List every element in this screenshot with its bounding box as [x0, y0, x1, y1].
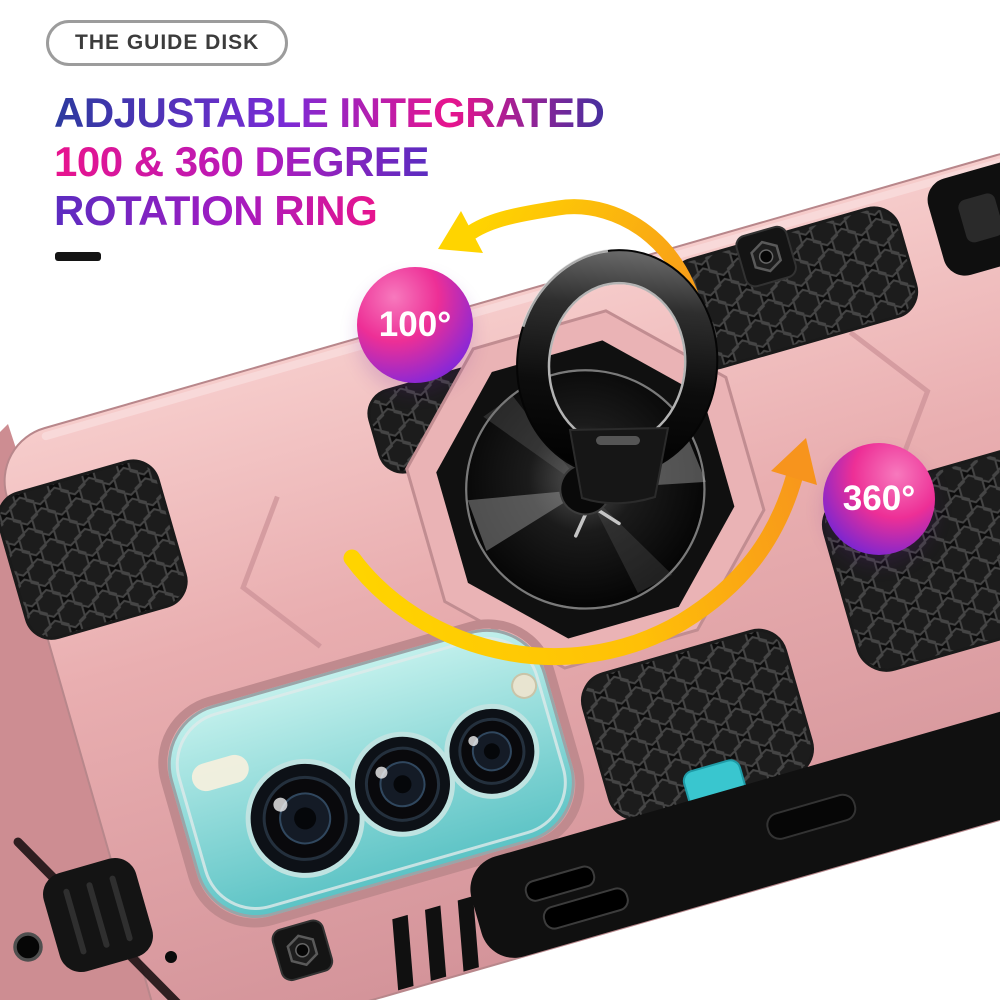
hex-bolt-bottom	[271, 919, 334, 982]
side-button-1	[524, 865, 596, 902]
rotation-100-badge: 100°	[357, 267, 473, 383]
armor-ridge-left	[240, 495, 322, 649]
camera-flash	[511, 672, 538, 699]
side-button-2	[542, 887, 629, 930]
guide-disk-pill-label: THE GUIDE DISK	[75, 31, 260, 54]
headline-line-3: ROTATION RING	[54, 187, 378, 234]
camera-window-bevel	[158, 619, 585, 928]
camera-module	[158, 619, 585, 928]
mic-hole	[165, 951, 177, 963]
phone-case	[0, 152, 1000, 1000]
headline: ADJUSTABLE INTEGRATED 100 & 360 DEGREE R…	[54, 88, 605, 235]
camera-lens-2	[349, 731, 455, 837]
camera-label-pill	[191, 754, 249, 792]
headline-line-2: 100 & 360 DEGREE	[54, 138, 429, 185]
audio-jack-hole	[13, 932, 43, 962]
ring-hinge	[568, 426, 670, 505]
guide-disk-pill: THE GUIDE DISK	[46, 20, 289, 66]
disc-bevel	[465, 369, 706, 610]
rotation-arrow-360-icon	[343, 438, 817, 666]
grip-patch-left	[0, 459, 188, 640]
side-button-3	[766, 793, 857, 840]
corner-grip-stripes	[392, 896, 479, 991]
rotation-360-label: 360°	[842, 479, 916, 518]
camera-lens-3	[444, 703, 540, 799]
case-top-bevel	[41, 158, 1000, 441]
headline-line-1: ADJUSTABLE INTEGRATED	[54, 89, 605, 136]
corner-bracket-top-right	[927, 154, 1000, 276]
rotation-360-badge: 360°	[823, 443, 935, 555]
headline-underline	[55, 252, 101, 261]
corner-bumper-bottom-left	[43, 857, 153, 973]
hex-bolt-top	[735, 225, 797, 288]
rotation-100-label: 100°	[378, 305, 452, 344]
phone-frame-highlight	[175, 636, 567, 910]
camera-lens-1	[245, 758, 365, 878]
